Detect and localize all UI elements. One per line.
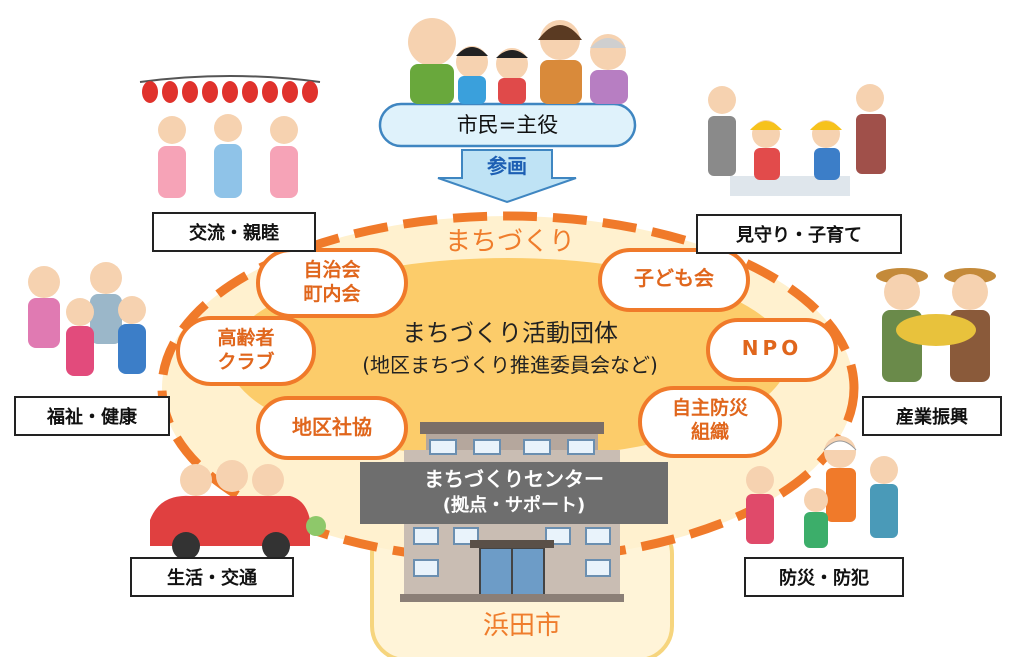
family-illustration — [408, 18, 628, 104]
evacuation-illustration — [746, 436, 898, 548]
pill-bosai — [638, 386, 782, 458]
ring-label: まちづくり — [444, 227, 575, 257]
theme-watch: 見守り・子育て — [696, 214, 902, 254]
farmer-illustration — [876, 268, 996, 382]
center-line1: まちづくりセンター — [424, 467, 604, 491]
group-koreisha-line1: 高齢者 — [217, 327, 275, 349]
festival-illustration — [139, 75, 321, 198]
core-title: まちづくり活動団体 — [402, 319, 618, 347]
citizens-label: 市民=主役 — [456, 113, 559, 137]
pill-npo — [706, 318, 838, 382]
pill-kodomo — [598, 248, 750, 312]
group-koreisha-line2: クラブ — [217, 351, 275, 373]
child-watch-illustration — [708, 84, 886, 196]
group-chiku: 地区社協 — [292, 415, 372, 439]
theme-life: 生活・交通 — [130, 557, 294, 597]
core-subtitle: (地区まちづくり推進委員会など) — [362, 353, 658, 377]
group-bosai-line2: 組織 — [690, 421, 729, 443]
participation-label: 参画 — [487, 154, 527, 178]
group-kodomo: 子ども会 — [634, 266, 714, 290]
center-line2: (拠点・サポート) — [442, 495, 586, 516]
theme-exchange: 交流・親睦 — [152, 212, 316, 252]
group-bosai-line1: 自主防災 — [671, 397, 748, 419]
welfare-illustration — [28, 262, 146, 376]
theme-industry: 産業振興 — [862, 396, 1002, 436]
center-banner — [360, 462, 668, 524]
pill-koreisha — [176, 316, 316, 386]
city-label: 浜田市 — [482, 611, 561, 641]
group-jichikai-line2: 町内会 — [303, 283, 361, 305]
pill-chiku — [256, 396, 408, 460]
theme-welfare: 福祉・健康 — [14, 396, 170, 436]
group-jichikai-line1: 自治会 — [303, 259, 361, 281]
participation-arrow — [437, 149, 577, 204]
theme-disaster: 防災・防犯 — [744, 557, 904, 597]
group-npo: NPO — [741, 336, 803, 360]
pill-jichikai — [256, 248, 408, 318]
car-illustration — [150, 460, 326, 560]
